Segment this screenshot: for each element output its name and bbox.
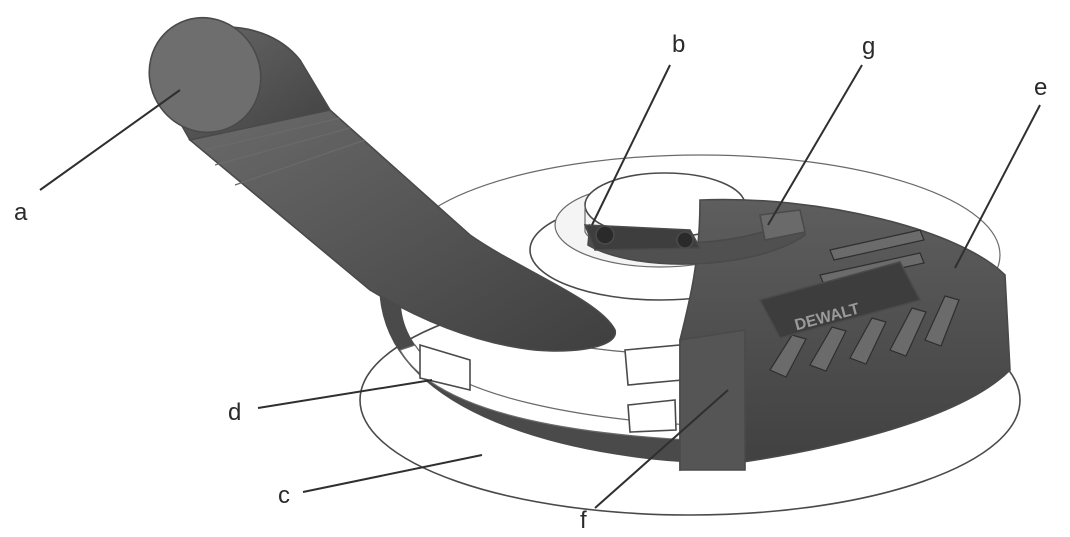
callout-f: f (580, 507, 587, 534)
leader-d (257, 379, 433, 409)
extraction-port (148, 16, 616, 352)
callout-c: c (278, 482, 290, 509)
callout-a: a (14, 199, 28, 226)
callout-b: b (672, 31, 685, 58)
leader-lines (39, 64, 1041, 509)
leader-a (39, 89, 181, 191)
clamp-lever (583, 224, 702, 251)
callout-d: d (228, 399, 241, 426)
leader-b (591, 64, 671, 226)
shroud-cover: DEWALT (679, 198, 1011, 471)
callout-g: g (862, 33, 875, 60)
leader-c (302, 454, 483, 493)
leader-g (767, 64, 863, 226)
leader-f (594, 389, 729, 509)
leader-e (954, 104, 1041, 269)
callout-labels: a b g e d c f (14, 31, 1047, 534)
callout-e: e (1034, 74, 1047, 101)
